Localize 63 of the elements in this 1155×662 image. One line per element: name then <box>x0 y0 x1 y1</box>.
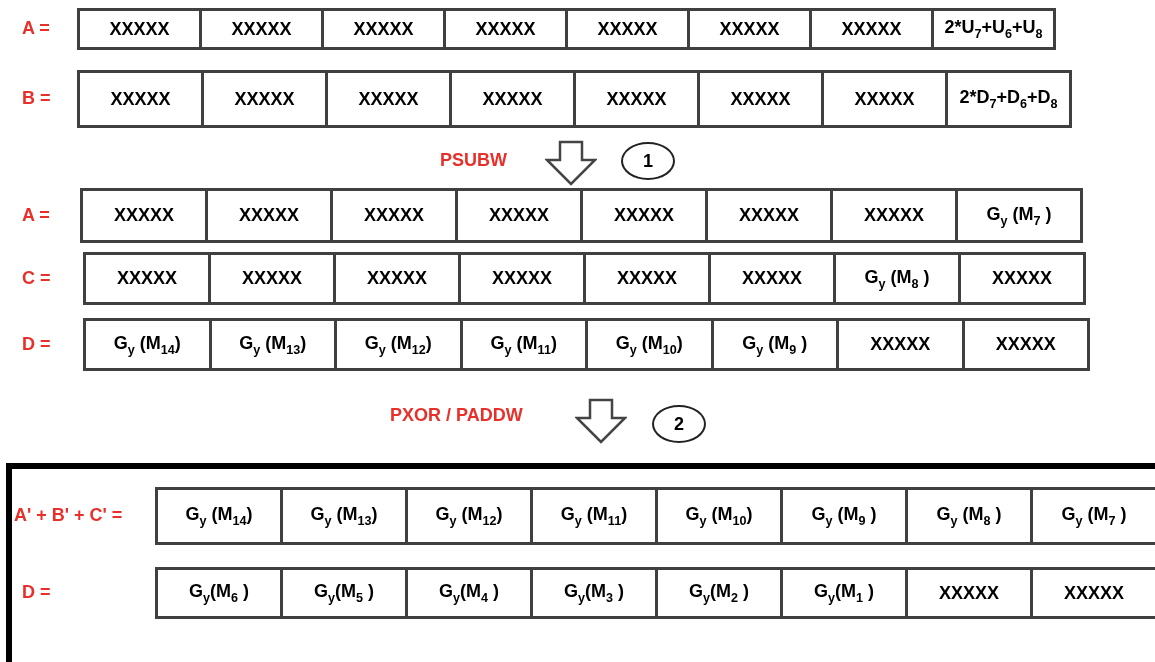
register-lane: XXXXX <box>565 8 690 50</box>
row-label: A = <box>22 18 50 39</box>
register-lane: G$_{y}$ (M$_{8}$ ) <box>833 252 961 305</box>
step-number: 1 <box>621 142 675 180</box>
register-lane: G$_{y}$ (M$_{11}$) <box>530 487 658 545</box>
row-label: D = <box>22 333 51 355</box>
register-lane: XXXXX <box>333 252 461 305</box>
register-lane: XXXXX <box>80 188 208 243</box>
register-lane: XXXXX <box>205 188 333 243</box>
instruction-label: PSUBW <box>440 150 507 171</box>
register-lane: XXXXX <box>708 252 836 305</box>
register-lane: G$_{y}$(M$_{4}$ ) <box>405 567 533 619</box>
register-lane: XXXXX <box>199 8 324 50</box>
register-lane: XXXXX <box>77 70 204 128</box>
register-lane: XXXXX <box>705 188 833 243</box>
register-lane: 2*U$_{7}$+U$_{6}$+U$_{8}$ <box>931 8 1056 50</box>
register-lane: G$_{y}$ (M$_{7}$ ) <box>1030 487 1155 545</box>
step-number: 2 <box>652 405 706 443</box>
register-lane: XXXXX <box>580 188 708 243</box>
register-lane: G$_{y}$(M$_{3}$ ) <box>530 567 658 619</box>
register-lane: XXXXX <box>83 252 211 305</box>
register-lane: G$_{y}$ (M$_{12}$) <box>334 318 463 371</box>
register-lane: G$_{y}$ (M$_{8}$ ) <box>905 487 1033 545</box>
register-lane: XXXXX <box>321 8 446 50</box>
register-lane: XXXXX <box>836 318 965 371</box>
register-lane: G$_{y}$ (M$_{10}$) <box>655 487 783 545</box>
row-label: B = <box>22 88 51 109</box>
register-lane: XXXXX <box>583 252 711 305</box>
register-lane: G$_{y}$ (M$_{14}$) <box>83 318 212 371</box>
register-lane: G$_{y}$ (M$_{14}$) <box>155 487 283 545</box>
register-lane: XXXXX <box>1030 567 1155 619</box>
register-lane: G$_{y}$(M$_{6}$ ) <box>155 567 283 619</box>
register-lane: XXXXX <box>830 188 958 243</box>
register-lane: XXXXX <box>821 70 948 128</box>
register-lane: G$_{y}$(M$_{5}$ ) <box>280 567 408 619</box>
register-lane: XXXXX <box>905 567 1033 619</box>
register-lane: XXXXX <box>809 8 934 50</box>
register-lane: XXXXX <box>458 252 586 305</box>
instruction-label: PXOR / PADDW <box>390 405 523 426</box>
register-lane: G$_{y}$ (M$_{9}$ ) <box>780 487 908 545</box>
register-lane: G$_{y}$ (M$_{10}$) <box>585 318 714 371</box>
register-lane: XXXXX <box>208 252 336 305</box>
register-lane: XXXXX <box>443 8 568 50</box>
register-lane: XXXXX <box>330 188 458 243</box>
register-lane: XXXXX <box>687 8 812 50</box>
register-lane: G$_{y}$(M$_{2}$ ) <box>655 567 783 619</box>
register-lane: G$_{y}$ (M$_{12}$) <box>405 487 533 545</box>
register-lane: XXXXX <box>697 70 824 128</box>
register-lane: 2*D$_{7}$+D$_{6}$+D$_{8}$ <box>945 70 1072 128</box>
register-lane: XXXXX <box>77 8 202 50</box>
register-lane: XXXXX <box>573 70 700 128</box>
register-lane: G$_{y}$(M$_{1}$ ) <box>780 567 908 619</box>
row-label: A' + B' + C' = <box>14 505 123 526</box>
row-label: A = <box>22 204 50 226</box>
register-lane: G$_{y}$ (M$_{7}$ ) <box>955 188 1083 243</box>
row-label: C = <box>22 267 51 289</box>
register-lane: XXXXX <box>325 70 452 128</box>
register-lane: XXXXX <box>455 188 583 243</box>
register-lane: XXXXX <box>449 70 576 128</box>
register-lane: G$_{y}$ (M$_{13}$) <box>280 487 408 545</box>
register-lane: XXXXX <box>958 252 1086 305</box>
row-label: D = <box>22 582 51 603</box>
register-lane: XXXXX <box>201 70 328 128</box>
